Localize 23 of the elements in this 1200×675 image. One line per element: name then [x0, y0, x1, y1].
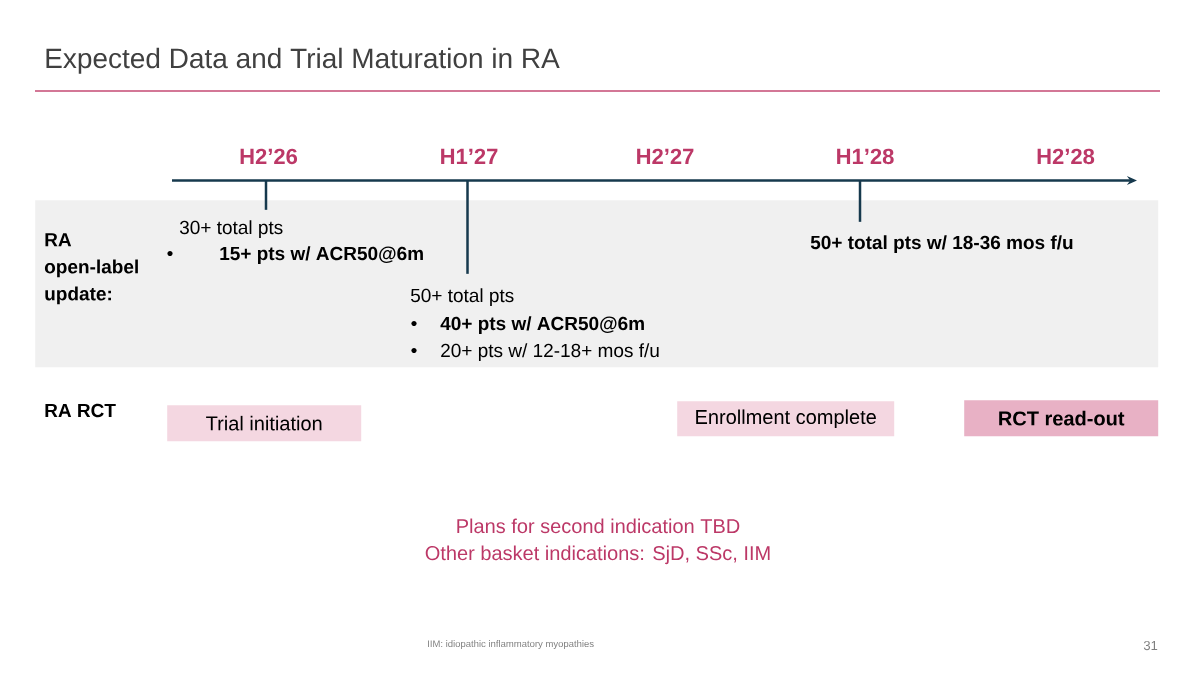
timeline-label: H1’28 — [837, 148, 894, 165]
timeline-marker — [858, 180, 862, 222]
list-item: 20+ pts w/ 12-18+ mos f/u — [441, 343, 659, 361]
milestone-text: 50+ total pts w/ 18-36 mos f/u — [810, 235, 1073, 253]
timeline-marker — [264, 180, 268, 210]
note-text: Plans for second indication TBD — [457, 518, 740, 534]
slide-title: Expected Data and Trial Maturation in RA — [46, 47, 560, 74]
list-item: 15+ pts w/ ACR50@6m — [220, 246, 423, 264]
milestone-box: Trial initiation — [167, 405, 362, 442]
timeline-label: H2’28 — [1037, 148, 1095, 165]
row-heading: RA RCT — [45, 403, 116, 418]
timeline-label: H1’27 — [441, 148, 498, 164]
timeline-label: H2’27 — [637, 148, 694, 164]
timeline-marker — [466, 180, 469, 274]
milestone-text: 30+ total pts — [179, 220, 283, 238]
milestone-box: RCT read-out — [964, 400, 1159, 437]
timeline-label: H2’26 — [240, 148, 298, 165]
note-text: Other basket indications: SjD, SSc, IIM — [425, 545, 770, 565]
milestone-box: Enrollment complete — [677, 401, 895, 437]
list-item: 40+ pts w/ ACR50@6m — [440, 316, 644, 334]
footnote: IIM: idiopathic inflammatory myopathies — [428, 640, 594, 649]
page-number: 31 — [1143, 640, 1158, 651]
milestone-text: 50+ total pts — [410, 288, 514, 306]
